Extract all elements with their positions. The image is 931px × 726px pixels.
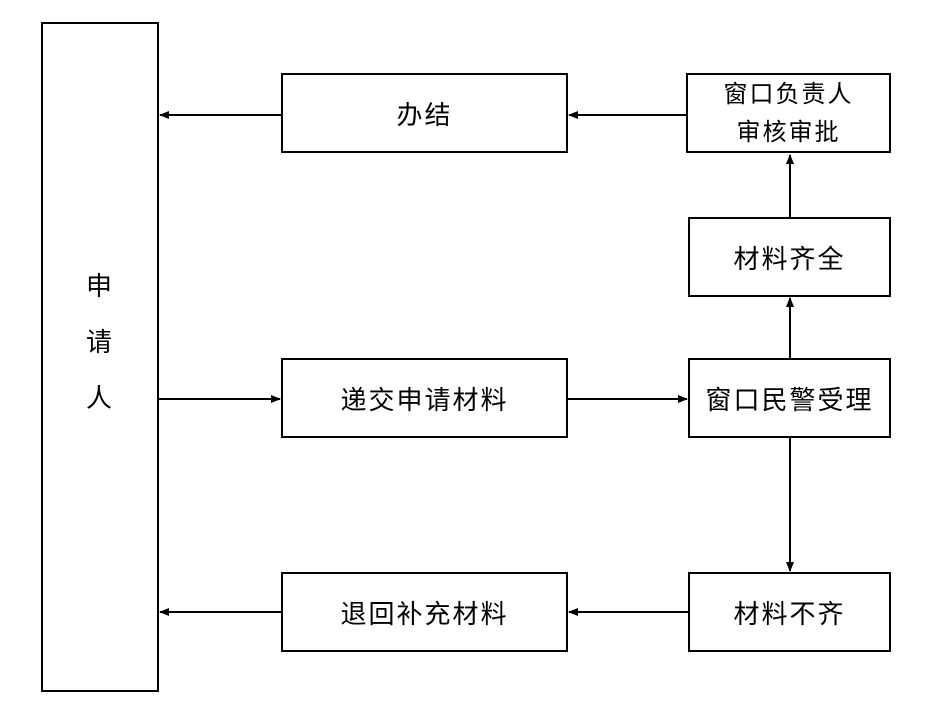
node-materials-complete-label: 材料齐全 xyxy=(733,244,846,275)
node-police-accept-label: 窗口民警受理 xyxy=(705,385,874,416)
node-applicant: 申 请 人 xyxy=(41,22,159,692)
node-materials-incomplete-label: 材料不齐 xyxy=(733,599,846,630)
applicant-char-2: 请 xyxy=(85,328,114,358)
node-supervisor-review: 窗口负责人 审核审批 xyxy=(686,73,891,153)
node-submit-materials: 递交申请材料 xyxy=(281,358,568,438)
applicant-char-1: 申 xyxy=(85,272,114,302)
node-supervisor-review-line-1: 窗口负责人 xyxy=(723,80,854,108)
node-materials-incomplete: 材料不齐 xyxy=(688,572,891,652)
node-return-supplement-label: 退回补充材料 xyxy=(340,599,509,630)
node-complete: 办结 xyxy=(281,73,568,153)
node-return-supplement: 退回补充材料 xyxy=(281,572,568,652)
applicant-char-3: 人 xyxy=(85,384,114,414)
node-supervisor-review-line-2: 审核审批 xyxy=(736,118,841,146)
node-police-accept: 窗口民警受理 xyxy=(688,358,891,438)
node-materials-complete: 材料齐全 xyxy=(688,217,891,297)
node-complete-label: 办结 xyxy=(396,100,453,131)
node-submit-materials-label: 递交申请材料 xyxy=(340,385,509,416)
